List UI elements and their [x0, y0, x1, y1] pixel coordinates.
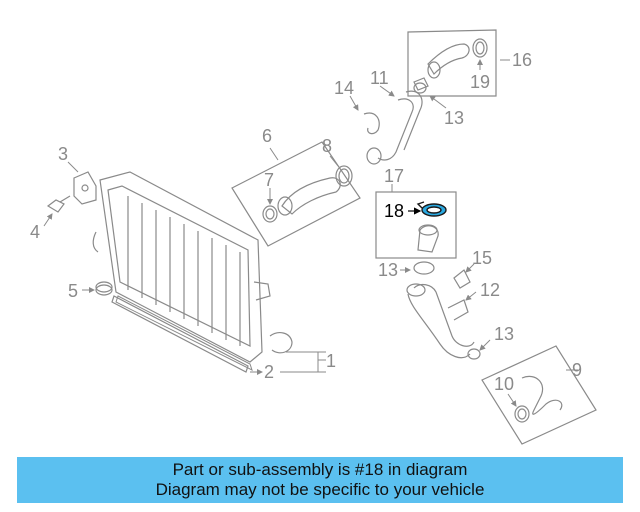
info-banner: Part or sub-assembly is #18 in diagram D…: [17, 457, 623, 503]
callout-13-mid: 13: [378, 260, 398, 280]
callout-4: 4: [30, 222, 40, 242]
part-6-hose-group: [231, 141, 361, 247]
callout-13-low: 13: [494, 324, 514, 344]
callout-12: 12: [480, 280, 500, 300]
part-9-hose-group: [481, 345, 597, 445]
callout-17: 17: [384, 166, 404, 186]
callout-14: 14: [334, 78, 354, 98]
part-12-pipe: [406, 261, 481, 360]
banner-line-2: Diagram may not be specific to your vehi…: [155, 480, 485, 499]
callout-9: 9: [572, 360, 582, 380]
part-4-bolt: [46, 195, 71, 213]
banner-line-1: Part or sub-assembly is #18 in diagram: [172, 460, 468, 479]
callout-3: 3: [58, 144, 68, 164]
callout-13-top: 13: [444, 108, 464, 128]
part-14-clip: [363, 112, 380, 135]
callout-16: 16: [512, 50, 532, 70]
callout-5: 5: [68, 281, 78, 301]
callout-10: 10: [494, 374, 514, 394]
callout-19: 19: [470, 72, 490, 92]
part-2-seal-strip: [115, 295, 253, 371]
callout-7: 7: [264, 170, 274, 190]
callout-15: 15: [472, 248, 492, 268]
part-16-hose-group: [407, 29, 497, 97]
leader-lines: [43, 59, 578, 407]
callout-18: 18: [384, 201, 404, 221]
part-17-group: [375, 191, 457, 259]
callout-2: 2: [264, 362, 274, 382]
part-11-pipe: [363, 82, 427, 165]
part-3-bracket: [73, 171, 97, 205]
callout-6: 6: [262, 126, 272, 146]
intercooler-radiator: [92, 171, 293, 373]
part-5-grommet: [95, 281, 113, 296]
callout-11: 11: [370, 68, 389, 88]
callout-8: 8: [322, 136, 332, 156]
callout-1: 1: [326, 351, 336, 371]
part-18-clamp: [416, 201, 447, 217]
